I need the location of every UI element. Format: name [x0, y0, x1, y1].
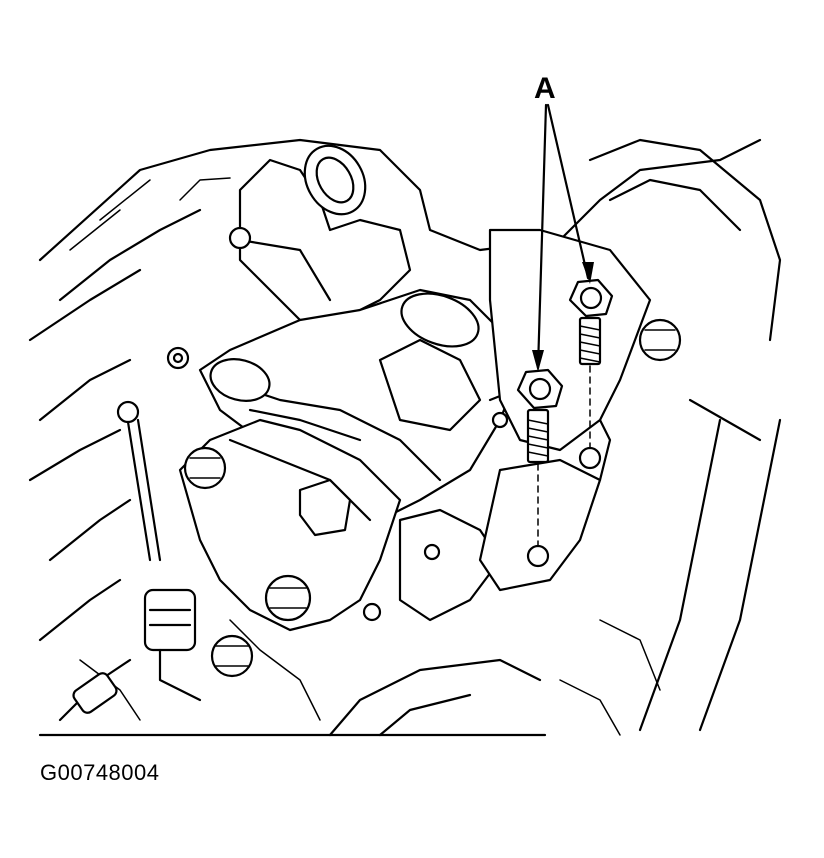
bolt-hole-lower: [526, 544, 550, 568]
bolt-a-lower: [516, 368, 564, 547]
callout-a: A: [532, 72, 594, 372]
bolt-icon: [638, 318, 682, 362]
bolt-a-upper: [568, 278, 614, 449]
figure-id: G00748004: [40, 760, 160, 785]
bolt-hole-upper: [578, 446, 602, 470]
lower-bracket: [178, 378, 612, 632]
fixed-bolts: [116, 318, 682, 702]
upper-bracket: [228, 144, 412, 322]
arrow-head-icon: [582, 262, 594, 284]
transmission-housing: [28, 138, 782, 737]
sensor-plug-icon: [143, 588, 202, 702]
arrow-head-icon: [532, 350, 544, 372]
bolt-icon: [264, 574, 312, 622]
callout-label: A: [534, 72, 556, 105]
mount-body: [198, 288, 522, 522]
bolt-icon: [183, 446, 227, 490]
bolt-icon: [210, 634, 254, 678]
